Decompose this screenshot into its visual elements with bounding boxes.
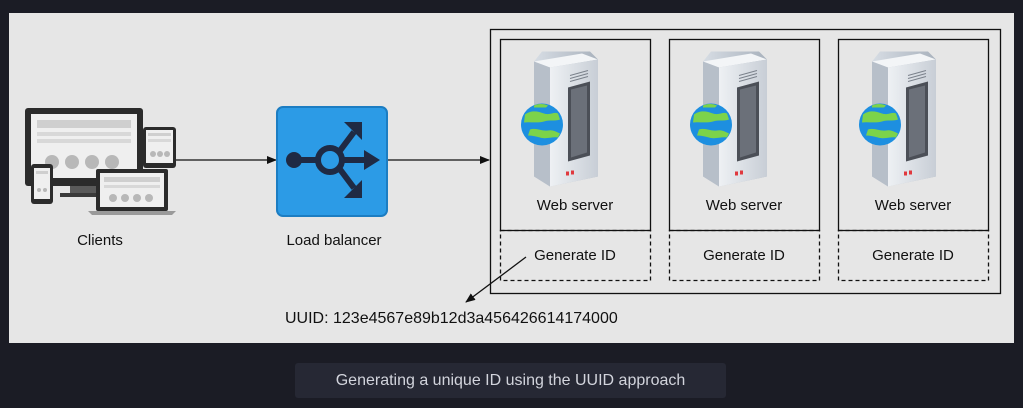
server-icon: [858, 50, 937, 188]
generate-id-label: Generate ID: [872, 247, 954, 264]
generate-id-label: Generate ID: [703, 247, 785, 264]
server-icon: [689, 50, 768, 188]
diagram-canvas: [9, 13, 1014, 343]
web-server-label: Web server: [537, 197, 613, 214]
server-group-box: [489, 28, 1002, 295]
load-balancer-icon: [276, 106, 388, 217]
arrow-generate-to-uuid: [465, 256, 527, 303]
clients-devices-icon: [25, 108, 176, 215]
caption-box: [295, 363, 726, 398]
web-server-node: Web server Generate ID: [499, 38, 652, 282]
load-balancer-label: Load balancer: [286, 232, 381, 249]
generate-id-label: Generate ID: [534, 247, 616, 264]
server-icon: [520, 50, 599, 188]
web-server-node: Web server Generate ID: [668, 38, 821, 282]
figure-caption: Generating a unique ID using the UUID ap…: [335, 372, 686, 389]
uuid-label: UUID: 123e4567e89b12d3a456426614174000: [285, 310, 618, 327]
web-server-label: Web server: [706, 197, 782, 214]
clients-label: Clients: [77, 232, 123, 249]
web-server-label: Web server: [875, 197, 951, 214]
web-server-node: Web server Generate ID: [837, 38, 990, 282]
